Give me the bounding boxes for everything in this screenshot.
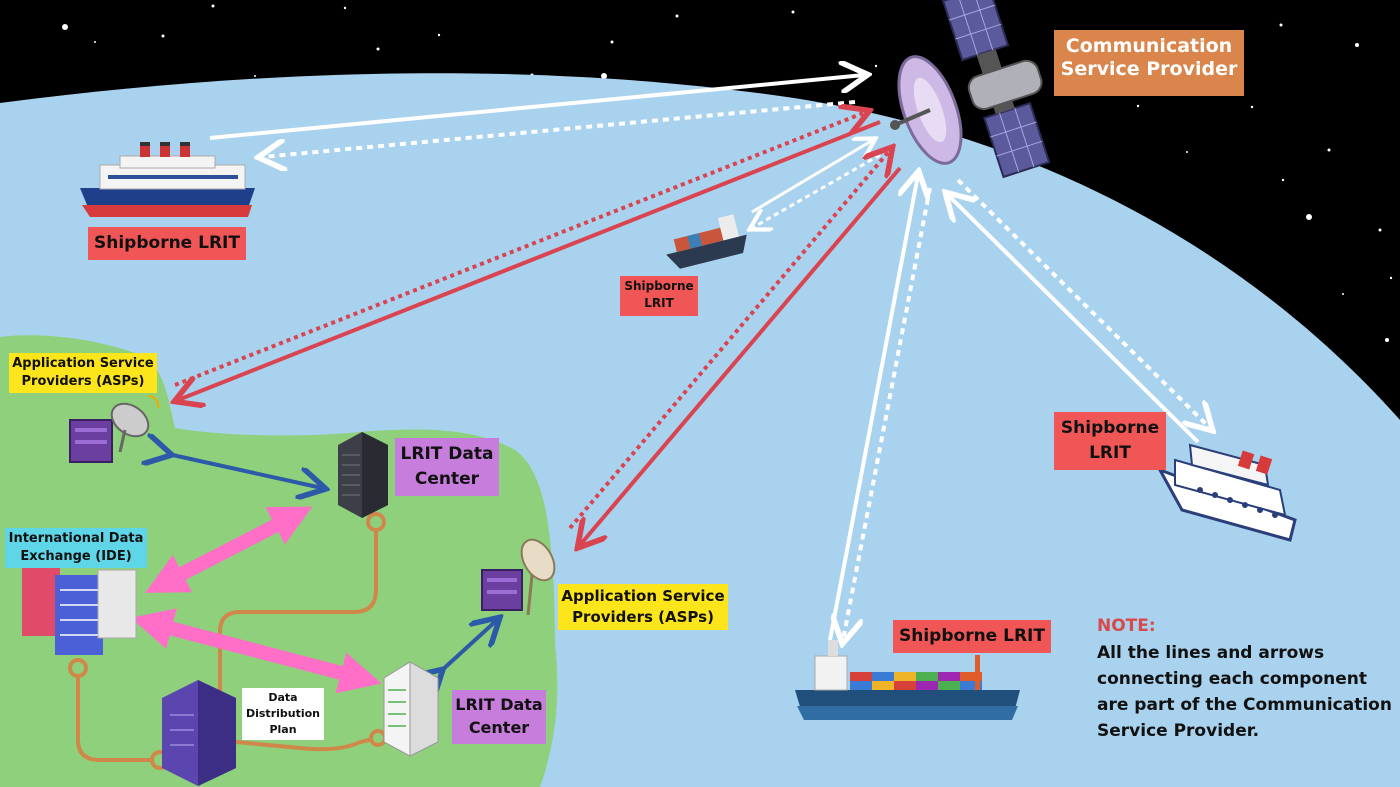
csp-label: Communication Service Provider	[1054, 30, 1244, 96]
shipborne-lrit-label-right: Shipborne LRIT	[1054, 412, 1166, 470]
shipborne-lrit-label-top-left: Shipborne LRIT	[88, 227, 246, 260]
shipborne-lrit-label-bottom: Shipborne LRIT	[893, 620, 1051, 653]
asp-left-icon	[69, 394, 160, 463]
ddp-server-icon	[162, 680, 236, 786]
stars	[62, 4, 1393, 342]
ide-label: International Data Exchange (IDE)	[5, 528, 147, 568]
note-title: NOTE:	[1097, 616, 1156, 636]
red-links	[175, 112, 902, 545]
white-links	[209, 75, 1210, 640]
data-distribution-plan-label: Data Distribution Plan	[242, 688, 324, 740]
cruise-ship-icon	[80, 142, 255, 217]
lrit-data-center-label-top: LRIT Data Center	[395, 438, 499, 496]
lrit-data-center-label-bottom: LRIT Data Center	[452, 690, 546, 744]
pink-links	[130, 506, 382, 694]
note-body: All the lines and arrows connecting each…	[1097, 643, 1392, 741]
container-ship-icon	[795, 640, 1020, 720]
asp-label-left: Application Service Providers (ASPs)	[9, 353, 157, 393]
shipborne-lrit-label-small: Shipborne LRIT	[620, 276, 698, 316]
ide-server-icon	[22, 568, 137, 655]
data-center-top-icon	[338, 432, 388, 518]
cruise-ship-right-icon	[1156, 443, 1297, 542]
data-center-bottom-icon	[383, 661, 439, 757]
asp-label-right: Application Service Providers (ASPs)	[558, 584, 728, 630]
small-container-ship-icon	[666, 214, 747, 269]
asp-right-icon	[481, 538, 556, 616]
satellite-icon	[890, 0, 1051, 179]
blue-links	[168, 454, 497, 672]
